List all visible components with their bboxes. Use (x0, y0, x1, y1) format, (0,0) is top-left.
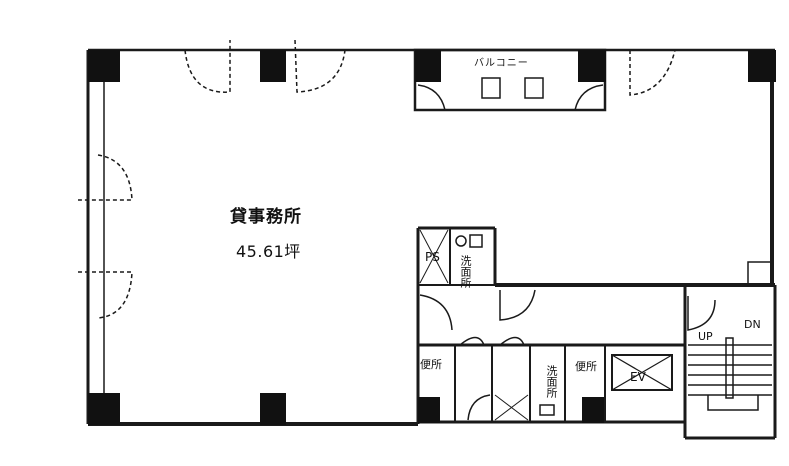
toilet-label-1: 便所 (420, 358, 442, 371)
columns (88, 50, 776, 425)
balcony-label: バルコニー (474, 58, 529, 69)
pipe-space-label: PS (425, 250, 440, 264)
elevator-label: EV (630, 370, 646, 384)
room-name-label: 貸事務所 (230, 207, 302, 227)
washroom-label-2: 洗面所 (545, 365, 558, 398)
washroom-label-1: 洗面所 (459, 255, 472, 288)
stairs-up-label: UP (698, 330, 713, 343)
stairs-down-label: DN (744, 318, 761, 331)
toilet-label-2: 便所 (575, 360, 597, 373)
room-area-label: 45.61坪 (236, 242, 301, 261)
